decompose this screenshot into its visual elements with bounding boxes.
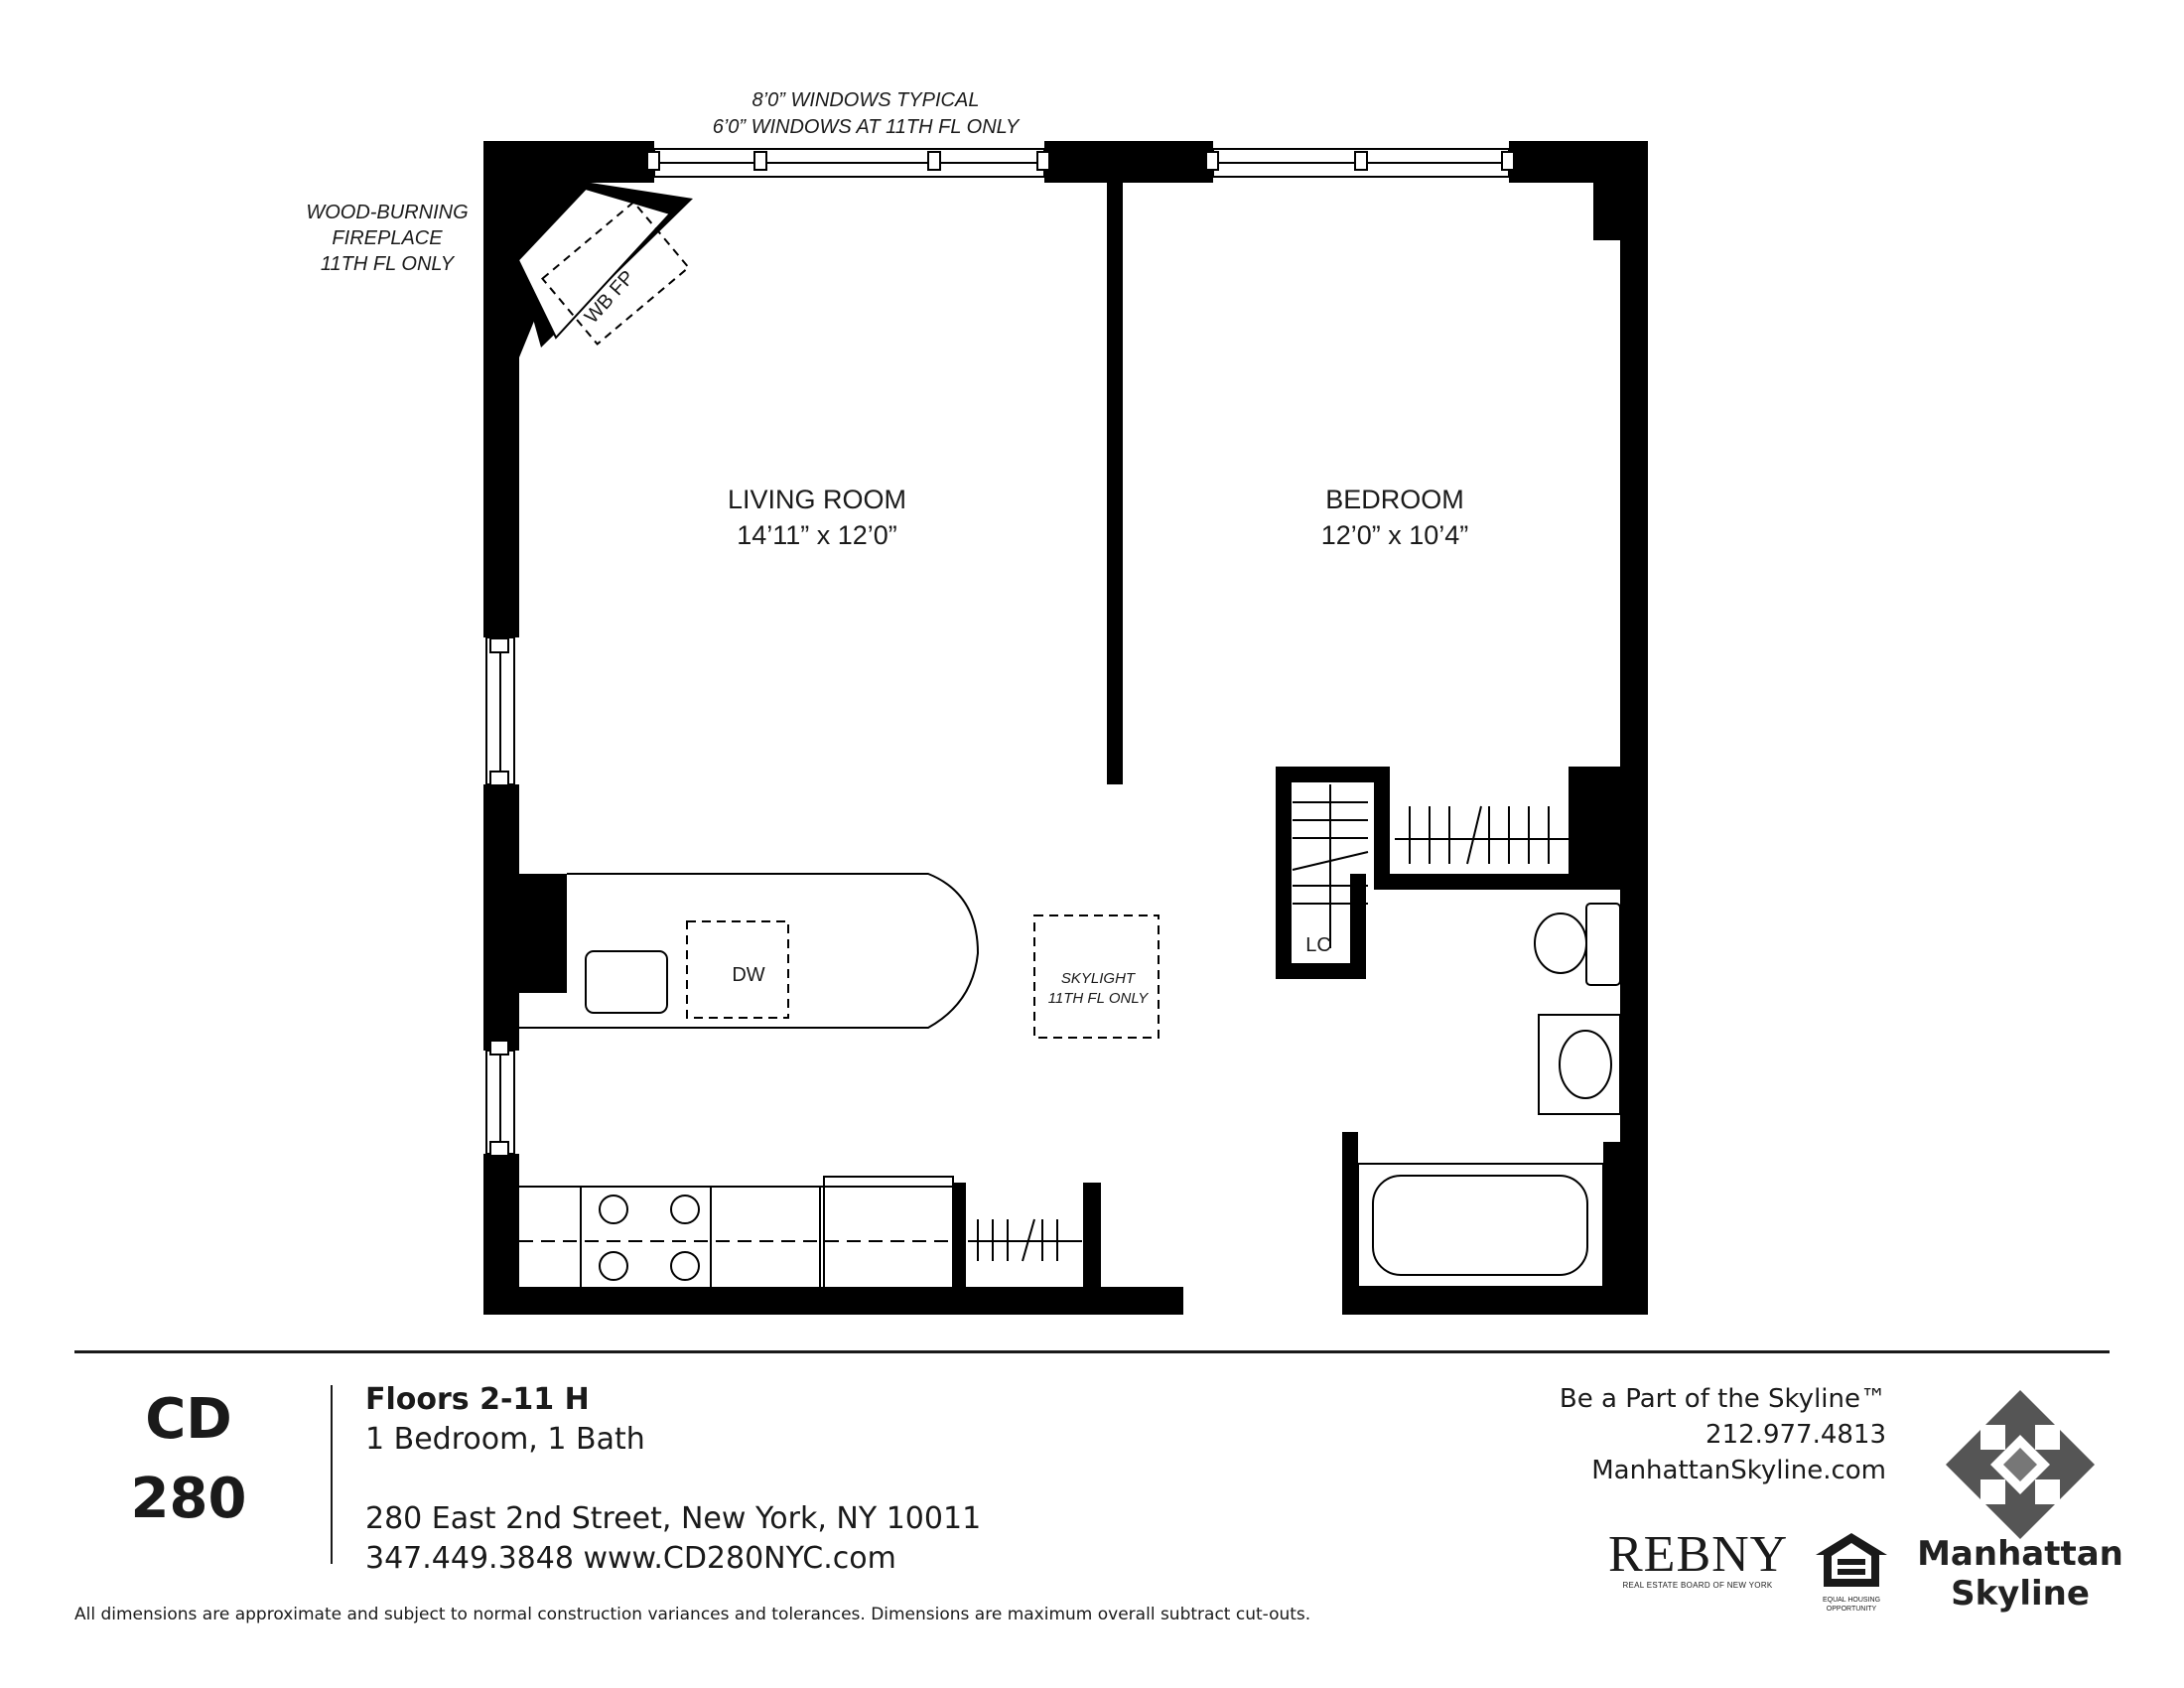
skylight-label-1: SKYLIGHT	[1061, 970, 1137, 987]
left-windows	[485, 636, 515, 1157]
unit-code-line2: 280	[130, 1467, 247, 1531]
kitchen-closet	[952, 1183, 1101, 1288]
brand-line1: Manhattan	[1917, 1534, 2123, 1574]
walls	[483, 141, 1648, 1315]
footer-divider	[74, 1350, 2110, 1353]
skylight-label-2: 11TH FL ONLY	[1048, 990, 1150, 1007]
tagline: Be a Part of the Skyline™	[1559, 1384, 1886, 1414]
kitchen-island: DW	[519, 873, 980, 1029]
kitchen-counter	[519, 1176, 954, 1290]
top-windows	[646, 148, 1515, 178]
rebny-logo-word: REBNY	[1608, 1526, 1789, 1583]
window-note-1: 8’0” WINDOWS TYPICAL	[752, 89, 980, 111]
bedroom-closets: LC	[1292, 784, 1569, 956]
equal-housing-logo: EQUAL HOUSING OPPORTUNITY	[1807, 1529, 1896, 1614]
equal-housing-icon	[1816, 1533, 1887, 1587]
agency-website[interactable]: ManhattanSkyline.com	[1591, 1456, 1886, 1485]
rebny-logo: REBNY REAL ESTATE BOARD OF NEW YORK	[1608, 1526, 1789, 1591]
floors-label: Floors 2-11 H	[365, 1382, 590, 1417]
rebny-logo-subtitle: REAL ESTATE BOARD OF NEW YORK	[1622, 1581, 1773, 1590]
linen-closet-tag: LC	[1305, 934, 1331, 956]
fireplace-note-3: 11TH FL ONLY	[321, 253, 456, 275]
agency-phone[interactable]: 212.977.4813	[1706, 1420, 1886, 1450]
floor-plan: WB FP DW SKYLIGHT 11TH FL ONLY	[306, 89, 1648, 1315]
phone-website: 347.449.3848 www.CD280NYC.com	[365, 1541, 896, 1576]
fireplace-note-2: FIREPLACE	[332, 227, 443, 249]
fireplace-note-1: WOOD-BURNING	[306, 202, 468, 223]
skylight: SKYLIGHT 11TH FL ONLY	[1033, 914, 1160, 1039]
dishwasher-tag: DW	[732, 964, 764, 986]
fireplace: WB FP	[516, 183, 693, 348]
brand-line2: Skyline	[1951, 1574, 2090, 1614]
eho-line1: EQUAL HOUSING	[1822, 1597, 1881, 1604]
window-note-2: 6’0” WINDOWS AT 11TH FL ONLY	[713, 116, 1021, 138]
bedroom-name: BEDROOM	[1325, 485, 1464, 514]
disclaimer: All dimensions are approximate and subje…	[74, 1605, 1311, 1624]
living-room-dims: 14’11” x 12’0”	[737, 520, 897, 550]
manhattan-skyline-logo-icon	[1946, 1390, 2095, 1539]
eho-line2: OPPORTUNITY	[1826, 1606, 1877, 1613]
bedroom-dims: 12’0” x 10’4”	[1321, 520, 1469, 550]
bathroom	[1357, 903, 1621, 1288]
footer-vertical-divider	[331, 1385, 333, 1564]
layout-label: 1 Bedroom, 1 Bath	[365, 1422, 645, 1457]
address: 280 East 2nd Street, New York, NY 10011	[365, 1501, 982, 1536]
unit-code-line1: CD	[145, 1387, 232, 1452]
living-room-name: LIVING ROOM	[728, 485, 906, 514]
